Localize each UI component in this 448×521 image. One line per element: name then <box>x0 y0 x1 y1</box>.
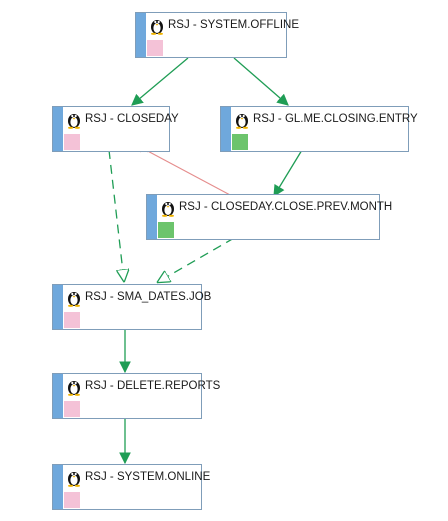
node-stripe <box>136 13 146 57</box>
node-stripe <box>147 195 157 239</box>
edge-closeday-to-sma-dates-job[interactable] <box>108 149 124 281</box>
job-node-closeday-close-prev-month[interactable]: RSJ - CLOSEDAY.CLOSE.PREV.MONTH <box>146 194 392 240</box>
edge-gl-me-closing-entry-to-closeday-close-prev-month[interactable] <box>273 149 303 197</box>
linux-penguin-icon <box>151 20 163 35</box>
job-node-gl-me-closing-entry[interactable]: RSJ - GL.ME.CLOSING.ENTRY <box>220 106 418 152</box>
status-indicator <box>64 401 80 417</box>
status-indicator <box>158 222 174 238</box>
node-label: RSJ - CLOSEDAY <box>85 113 179 125</box>
linux-penguin-icon <box>162 202 174 217</box>
status-indicator <box>64 312 80 328</box>
linux-penguin-icon <box>68 114 80 129</box>
status-indicator <box>64 492 80 508</box>
status-indicator <box>147 40 163 56</box>
status-indicator <box>232 134 248 150</box>
node-stripe <box>53 374 63 418</box>
node-stripe <box>53 285 63 329</box>
linux-penguin-icon <box>68 381 80 396</box>
linux-penguin-icon <box>68 292 80 307</box>
edge-system-offline-to-gl-me-closing-entry[interactable] <box>233 57 289 106</box>
linux-penguin-icon <box>236 114 248 129</box>
node-label: RSJ - DELETE.REPORTS <box>85 380 221 392</box>
node-label: RSJ - SYSTEM.OFFLINE <box>168 19 299 31</box>
edge-closeday-close-prev-month-to-sma-dates-job[interactable] <box>158 237 235 282</box>
node-label: RSJ - CLOSEDAY.CLOSE.PREV.MONTH <box>179 201 393 213</box>
node-stripe <box>221 107 231 151</box>
edge-closeday-close-prev-month-to-closeday[interactable] <box>141 147 233 197</box>
node-label: RSJ - SMA_DATES.JOB <box>85 291 212 303</box>
node-label: RSJ - SYSTEM.ONLINE <box>85 471 211 483</box>
linux-penguin-icon <box>68 472 80 487</box>
status-indicator <box>64 134 80 150</box>
edge-system-offline-to-closeday[interactable] <box>131 57 189 106</box>
job-node-sma-dates-job[interactable]: RSJ - SMA_DATES.JOB <box>52 284 211 330</box>
node-stripe <box>53 107 63 151</box>
job-node-system-online[interactable]: RSJ - SYSTEM.ONLINE <box>52 464 210 510</box>
node-stripe <box>53 465 63 509</box>
job-node-delete-reports[interactable]: RSJ - DELETE.REPORTS <box>52 373 220 419</box>
job-node-system-offline[interactable]: RSJ - SYSTEM.OFFLINE <box>135 12 299 58</box>
job-node-closeday[interactable]: RSJ - CLOSEDAY <box>52 106 179 152</box>
node-label: RSJ - GL.ME.CLOSING.ENTRY <box>253 113 418 125</box>
